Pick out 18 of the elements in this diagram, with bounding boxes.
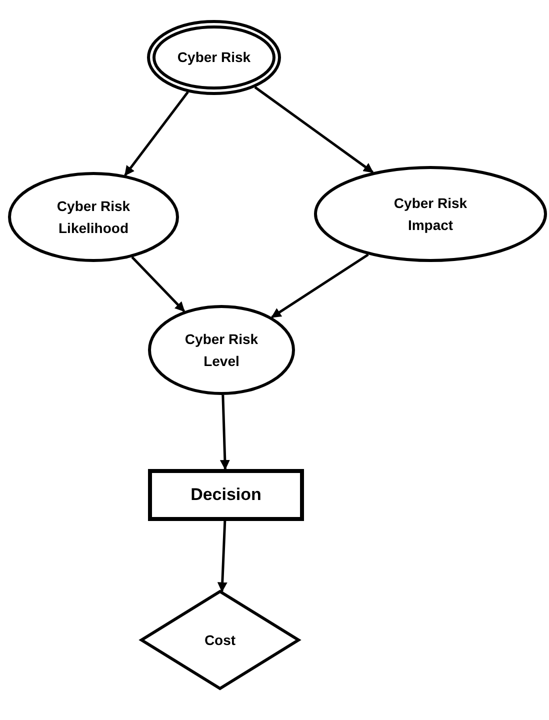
node-label: Decision	[190, 484, 262, 506]
arrow	[271, 254, 369, 318]
node-label: Cyber Risk Likelihood	[56, 196, 132, 238]
arrow	[131, 256, 186, 312]
decision-diamond	[140, 590, 300, 690]
arrow	[124, 91, 189, 176]
ellipse-node	[8, 172, 179, 262]
arrow	[254, 86, 374, 174]
arrow	[220, 394, 230, 470]
node-label: Cost	[204, 630, 236, 650]
double-ellipse-node	[147, 20, 281, 95]
ellipse-node	[148, 305, 295, 395]
node-label: Cyber Risk	[177, 48, 251, 68]
arrow	[217, 520, 228, 592]
node-label: Cyber Risk Impact	[392, 194, 468, 235]
node-label: Cyber Risk Level	[184, 330, 260, 371]
ellipse-node	[314, 166, 547, 262]
decision-box	[148, 469, 304, 521]
